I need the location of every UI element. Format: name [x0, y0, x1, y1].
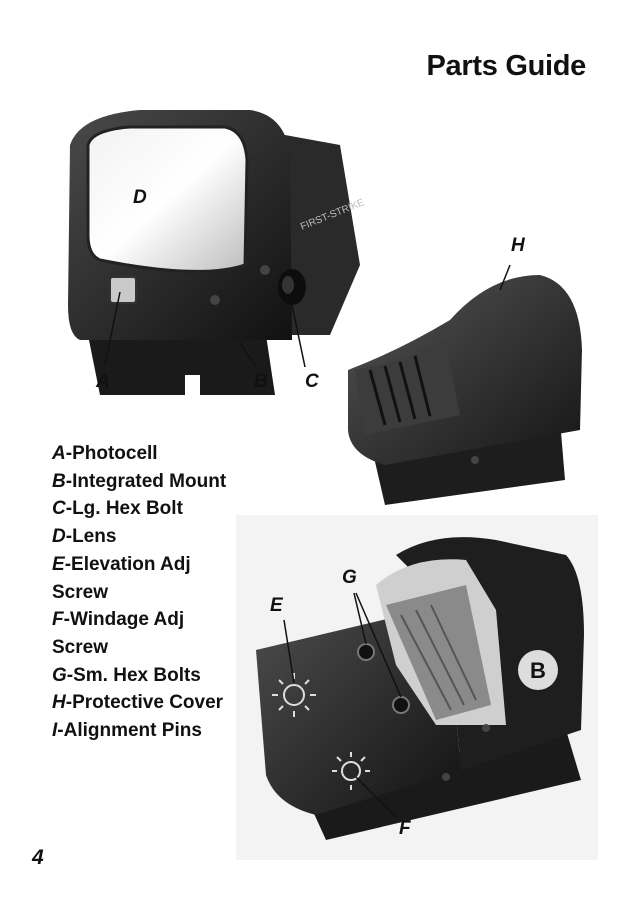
label-e: E: [270, 595, 283, 616]
page-title: Parts Guide: [426, 50, 587, 82]
label-a: A: [96, 371, 110, 392]
sight-front-illustration: FIRST-STRIKE: [68, 110, 366, 395]
parts-list-item-d: D-Lens: [52, 526, 117, 548]
label-g: G: [342, 567, 357, 588]
parts-list-item-a: A-Photocell: [52, 443, 158, 464]
label-h: H: [511, 235, 525, 256]
elevation-dial-icon: [272, 673, 316, 717]
sight-top-illustration: B: [256, 537, 584, 840]
label-c: C: [305, 371, 319, 392]
brand-logo: [518, 650, 558, 690]
page-number: 4: [32, 846, 44, 869]
sight-top-figure: B E G F: [236, 515, 598, 860]
parts-list-item-f: F-Windage Adj Screw: [52, 609, 185, 658]
protective-cover-illustration: [348, 264, 582, 505]
brand-logo-letter: B: [530, 658, 546, 683]
parts-list-item-g: G-Sm. Hex Bolts: [52, 664, 201, 686]
parts-list-item-h: H-Protective Cover: [52, 692, 224, 714]
parts-list: A-Photocell B-Integrated Mount C-Lg. Hex…: [52, 440, 232, 745]
windage-dial-icon: [332, 752, 370, 790]
parts-list-item-c: C-Lg. Hex Bolt: [52, 498, 183, 520]
label-d: D: [133, 187, 147, 208]
parts-list-item-i: I-Alignment Pins: [52, 720, 202, 742]
protective-cover-figure: H: [340, 230, 585, 510]
parts-list-item-e: E-Elevation Adj Screw: [52, 553, 191, 603]
label-f: F: [399, 818, 411, 839]
sight-front-figure: FIRST-STRIKE D A B C: [60, 105, 380, 415]
parts-list-item-b: B-Integrated Mount: [52, 470, 227, 492]
label-b: B: [254, 371, 268, 392]
